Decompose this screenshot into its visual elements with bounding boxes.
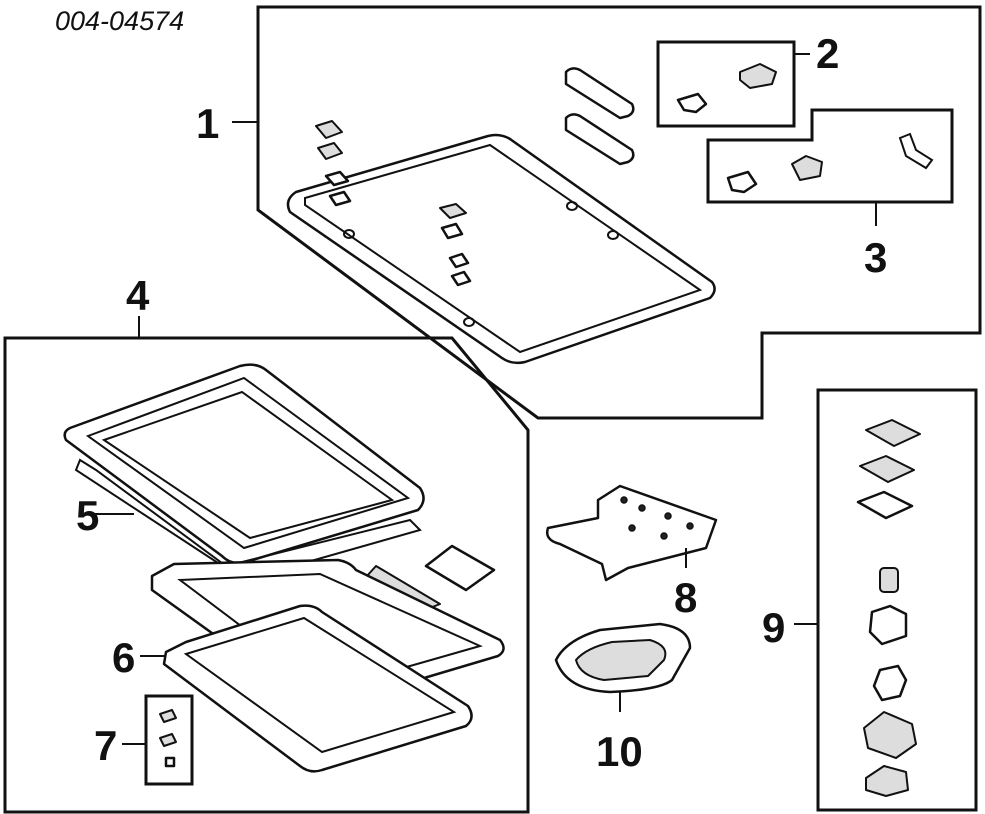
group-4-frame: 4 5 6 7 [3,272,530,814]
rail-lower[interactable] [564,113,635,166]
callout-2: 2 [816,30,839,77]
bracket-8[interactable] [546,484,718,582]
clip[interactable] [164,756,176,768]
group-1-outline [256,5,982,420]
panel-hole [343,229,355,239]
rail-upper[interactable] [564,67,635,120]
panel-bracket[interactable] [448,252,470,269]
panel-bracket[interactable] [439,203,467,219]
housing-seal [74,458,422,582]
bracket-hole [628,524,636,532]
callout-3: 3 [864,234,887,281]
glass-panel[interactable] [286,133,716,365]
callout-8: 8 [674,574,697,621]
group-2: 2 [656,30,839,128]
clip[interactable] [159,733,177,747]
housing-inner [85,376,411,550]
nut-cap[interactable] [872,664,908,702]
clip[interactable] [159,709,177,723]
spring-bushing[interactable] [879,567,899,593]
group-9-hardware: 9 [762,388,978,812]
panel-bracket[interactable] [440,222,464,240]
callout-4: 4 [126,272,150,319]
panel-hole [463,317,475,327]
hinge-plate[interactable] [865,419,921,447]
group-7-outline [144,694,194,786]
bracket-hole [638,504,646,512]
group-1-glass-panel: 1 [196,5,982,420]
panel-bracket[interactable] [450,270,472,287]
clip[interactable] [328,190,352,207]
clip-part[interactable] [726,170,758,194]
group-4-outline [3,336,530,814]
part-8-bracket: 8 [546,484,718,621]
housing-opening [101,390,395,540]
callout-9: 9 [762,604,785,651]
group-9-outline [816,388,978,812]
seal-frame-lower-inner [183,616,457,754]
gasket-plate[interactable] [856,490,914,520]
part-code: 004-04574 [55,6,184,36]
glass-panel-inner-edge [304,143,703,354]
bracket-hole [620,496,628,504]
callout-1: 1 [196,100,219,147]
panel-hole [607,230,619,240]
callout-6: 6 [112,634,135,681]
group-3: 3 [706,108,954,281]
bracket-hole [660,532,668,540]
bracket-hole [664,512,672,520]
bracket-hole [686,522,694,530]
bracket-part[interactable] [739,63,777,89]
panel-hole [566,201,578,211]
clip[interactable] [324,170,350,187]
cover-10-inner [575,639,667,681]
grommet[interactable] [863,711,917,759]
pad[interactable] [424,544,496,592]
spring-part[interactable] [898,132,934,170]
callout-5: 5 [76,492,99,539]
part-10-cover: 10 [554,622,692,775]
push-clip[interactable] [865,765,909,797]
callout-10: 10 [596,728,643,775]
clip[interactable] [315,120,343,139]
bracket-part[interactable] [791,155,823,181]
clip-part[interactable] [676,92,708,114]
callout-7: 7 [94,722,117,769]
group-3-outline [706,108,954,204]
group-2-outline [656,40,796,128]
sunroof-housing[interactable] [63,363,425,565]
gasket-plate[interactable] [859,455,915,483]
block-bushing[interactable] [868,604,908,646]
clip[interactable] [317,142,343,160]
